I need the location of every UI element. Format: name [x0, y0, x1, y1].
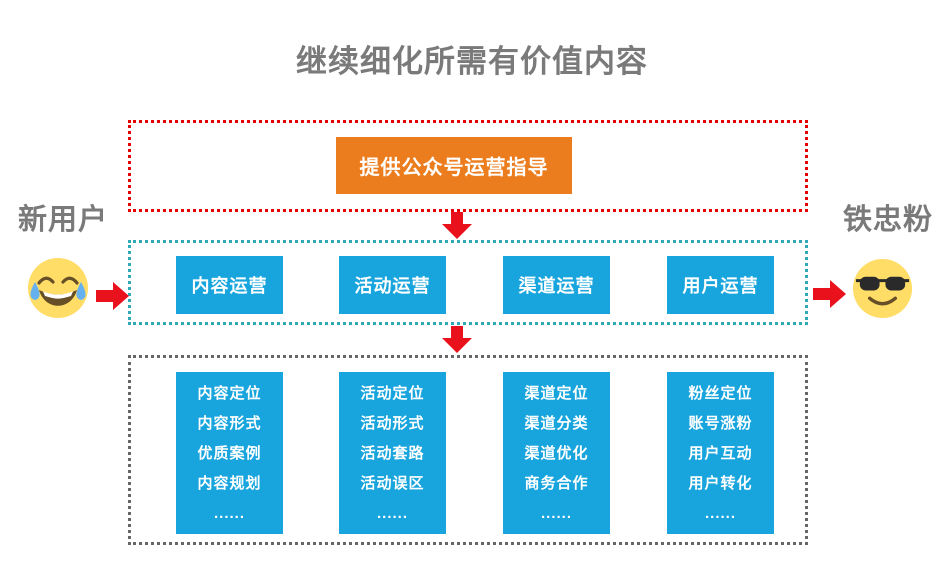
loyal-fan-label: 铁忠粉 [843, 204, 934, 236]
operation-chip-activity: 活动运营 [339, 256, 446, 314]
detail-column-activity: 活动定位 活动形式 活动套路 活动误区 ...... [339, 372, 446, 534]
detail-item: 内容规划 [197, 474, 262, 492]
right-arrow-icon [96, 282, 129, 310]
detail-item-ellipsis: ...... [213, 504, 245, 522]
detail-item: 内容形式 [197, 414, 262, 432]
operations-dashed-container: 内容运营 活动运营 渠道运营 用户运营 [128, 240, 808, 325]
detail-item: 账号涨粉 [688, 414, 753, 432]
detail-item: 活动套路 [360, 444, 425, 462]
detail-item: 商务合作 [524, 474, 589, 492]
detail-item: 活动形式 [360, 414, 425, 432]
details-dashed-container: 内容定位 内容形式 优质案例 内容规划 ...... 活动定位 活动形式 活动套… [128, 355, 808, 545]
guidance-dashed-container: 提供公众号运营指导 [128, 120, 808, 212]
guidance-box: 提供公众号运营指导 [336, 137, 572, 194]
detail-item-ellipsis: ...... [540, 504, 572, 522]
detail-item: 渠道优化 [524, 444, 589, 462]
detail-item: 活动定位 [360, 384, 425, 402]
detail-item: 内容定位 [197, 384, 262, 402]
detail-item-ellipsis: ...... [704, 504, 736, 522]
detail-column-channel: 渠道定位 渠道分类 渠道优化 商务合作 ...... [503, 372, 610, 534]
detail-item: 用户转化 [688, 474, 753, 492]
down-arrow-icon [442, 212, 472, 239]
detail-item: 用户互动 [688, 444, 753, 462]
detail-column-content: 内容定位 内容形式 优质案例 内容规划 ...... [176, 372, 283, 534]
detail-item: 渠道分类 [524, 414, 589, 432]
detail-item: 活动误区 [360, 474, 425, 492]
page-title: 继续细化所需有价值内容 [296, 44, 648, 79]
smiling-face-with-sunglasses-emoji [852, 258, 913, 319]
operation-chip-channel: 渠道运营 [503, 256, 610, 314]
new-user-label: 新用户 [18, 204, 109, 236]
detail-column-user: 粉丝定位 账号涨粉 用户互动 用户转化 ...... [667, 372, 774, 534]
operation-chip-content: 内容运营 [176, 256, 283, 314]
operation-chip-user: 用户运营 [667, 256, 774, 314]
detail-item: 粉丝定位 [688, 384, 753, 402]
detail-item-ellipsis: ...... [376, 504, 408, 522]
face-with-tears-of-joy-emoji [28, 258, 88, 318]
down-arrow-icon [442, 326, 472, 353]
detail-item: 优质案例 [197, 444, 262, 462]
right-arrow-icon [813, 280, 846, 308]
detail-item: 渠道定位 [524, 384, 589, 402]
